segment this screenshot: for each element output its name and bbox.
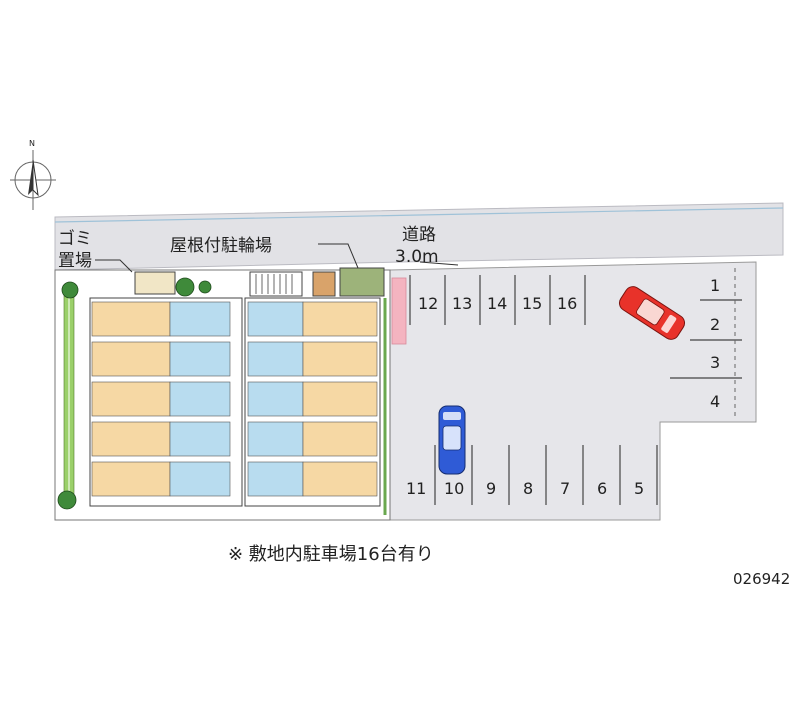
red-car-icon [618,286,686,340]
parking-space-label: 2 [710,315,720,334]
parking-space-label: 15 [522,294,542,313]
bicycle-parking-label: 屋根付駐輪場 [170,236,272,256]
parking-space-label: 4 [710,392,720,411]
blue-car-icon [438,405,466,475]
parking-space-label: 5 [634,479,644,498]
parking-space-label: 8 [523,479,533,498]
parking-lines-top [409,275,586,325]
parking-space-label: 10 [444,479,464,498]
parking-note: ※ 敷地内駐車場16台有り [228,544,434,565]
pink-strip [391,277,407,345]
parking-space-label: 14 [487,294,507,313]
parking-space-label: 3 [710,353,720,372]
parking-space-label: 7 [560,479,570,498]
road-width-label: 3.0m [395,247,439,267]
left-building [89,297,243,507]
north-arrow-icon: N [10,139,56,210]
parking-space-label: 12 [418,294,438,313]
road-label: 道路 [402,225,436,245]
garbage-area [134,271,176,295]
right-building [244,297,381,507]
roofed-bicycle-shelter [339,267,385,297]
north-label: N [29,139,35,148]
bicycle-parking-area [249,271,303,297]
parking-space-label: 1 [710,276,720,295]
parking-space-label: 11 [406,479,426,498]
tree-icon [57,277,212,510]
parking-space-label: 16 [557,294,577,313]
parking-lines-bottom [434,445,658,505]
road [54,202,784,271]
garbage-label-line1: ゴミ [58,228,92,249]
parking-space-label: 9 [486,479,496,498]
parking-space-label: 6 [597,479,607,498]
property-code: 026942 [733,570,791,588]
parking-space-label: 13 [452,294,472,313]
garbage-label-line2: 置場 [58,251,92,271]
